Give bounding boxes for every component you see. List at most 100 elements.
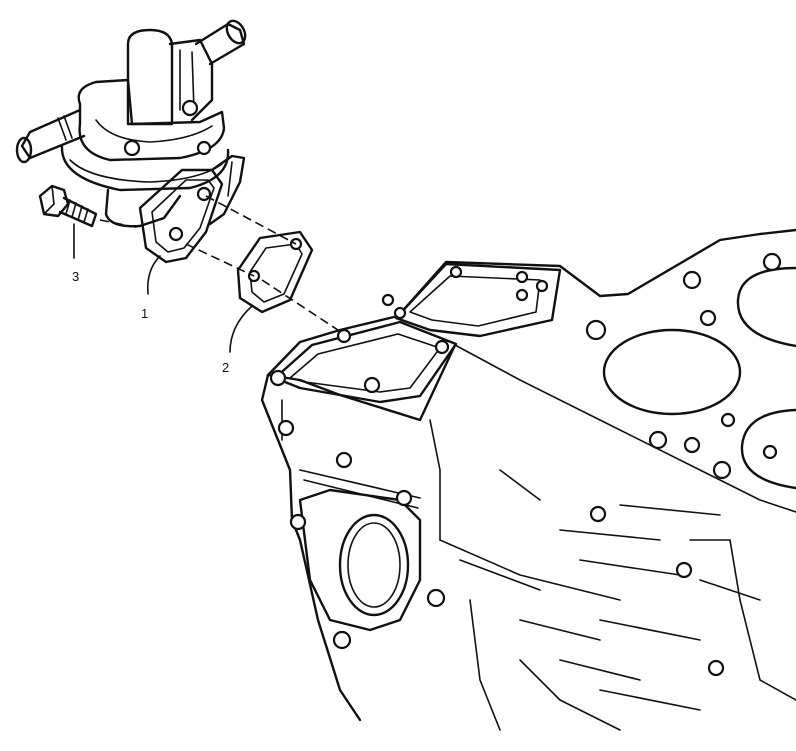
pump-top-housing: [168, 38, 214, 122]
assembly-centerline: [261, 279, 345, 335]
callout-3: 3: [72, 269, 79, 284]
block-side-port-flange: [298, 488, 422, 632]
pump-top-rib: [191, 51, 195, 111]
inlet-pipe-end: [15, 136, 33, 164]
port-bolt-hole: [675, 561, 693, 579]
pad-bolt-hole: [269, 369, 287, 387]
bolt-part-3: [38, 184, 98, 228]
block-rib: [519, 659, 621, 731]
head-bolt-hole: [712, 460, 732, 480]
block-left-face: [260, 373, 362, 722]
plate-bolt-hole: [393, 306, 407, 320]
pad-bolt-hole: [336, 328, 352, 344]
head-bolt-hole: [683, 436, 701, 454]
gasket-part-2: [236, 230, 314, 314]
block-side-port-inner: [347, 522, 401, 608]
pump-upper-cover-edge: [95, 119, 213, 143]
inlet-pipe-ring: [57, 117, 67, 141]
bolt-thread: [83, 208, 89, 223]
block-edge-right: [454, 344, 796, 513]
callout-leader-2: [229, 305, 253, 353]
block-rib: [499, 469, 541, 501]
block-rib: [689, 539, 796, 701]
cover-screw: [196, 140, 212, 156]
assembly-centerline: [205, 195, 297, 245]
bolt-thread: [77, 205, 83, 221]
gasket-outline: [236, 230, 314, 314]
block-mount-pad-inner: [289, 333, 441, 393]
plate-bolt-hole: [449, 265, 463, 279]
pump-lever-edge: [227, 161, 233, 197]
head-bolt-hole: [762, 444, 778, 460]
bolt-shank: [58, 196, 98, 228]
port-bolt-hole: [707, 659, 725, 677]
callout-leader-1: [146, 255, 161, 295]
pump-lever-arm: [208, 154, 246, 226]
inlet-pipe-ring: [63, 115, 73, 139]
outlet-pipe-end: [225, 19, 247, 45]
block-mount-pad: [273, 320, 458, 404]
fuel-pump-part-1: [15, 19, 247, 264]
outlet-pipe: [194, 22, 246, 66]
block-rib: [469, 599, 501, 731]
inlet-pipe: [20, 108, 86, 160]
port-bolt-hole: [589, 505, 607, 523]
port-bolt-hole: [332, 630, 352, 650]
block-rib: [519, 619, 601, 641]
flange-bolt-hole: [168, 226, 184, 242]
pump-mount-flange: [138, 168, 224, 264]
plate-bolt-hole: [515, 270, 529, 284]
block-rib: [559, 659, 641, 681]
pump-mount-flange-inner: [151, 179, 215, 253]
head-bolt-hole: [720, 412, 736, 428]
head-bolt-hole: [585, 319, 607, 341]
pump-diaphragm-flange: [60, 144, 230, 192]
pump-lower-body: [104, 188, 182, 228]
assembly-centerline: [99, 219, 141, 229]
port-bolt-hole: [426, 588, 446, 608]
assembly-centerline: [185, 243, 255, 277]
pump-top-body: [126, 28, 174, 126]
cylinder-bore-lower-right: [740, 408, 796, 490]
block-rib: [559, 529, 661, 541]
block-rib: [599, 619, 701, 641]
block-side-port: [338, 513, 410, 617]
plate-bolt-hole: [535, 279, 549, 293]
block-upper-plate: [394, 262, 562, 338]
block-upper-plate-inner: [409, 275, 541, 327]
block-rib: [619, 504, 721, 516]
port-bolt-hole: [335, 451, 353, 469]
callout-1: 1: [141, 306, 148, 321]
block-rib: [439, 539, 621, 601]
cylinder-bore: [602, 328, 742, 416]
callout-2: 2: [222, 360, 229, 375]
pad-bolt-hole: [363, 376, 381, 394]
flange-bolt-hole: [196, 186, 212, 202]
bolt-thread: [71, 202, 77, 218]
block-top-edge: [266, 228, 796, 377]
head-bolt-hole: [682, 270, 702, 290]
pad-bolt-hole: [434, 339, 450, 355]
port-bolt-hole: [395, 489, 413, 507]
gasket-inner: [249, 243, 303, 303]
cover-screw: [181, 99, 199, 117]
bolt-thread: [65, 199, 71, 215]
block-rib: [459, 559, 541, 591]
head-bolt-hole: [699, 309, 717, 327]
pump-upper-cover: [77, 78, 226, 162]
port-bolt-hole: [277, 419, 295, 437]
engine-block: [260, 228, 796, 731]
head-bolt-hole: [648, 430, 668, 450]
plate-bolt-hole: [381, 293, 395, 307]
pump-diaphragm-ridge: [69, 159, 223, 183]
block-rib: [699, 579, 761, 601]
cover-screw: [123, 139, 141, 157]
cylinder-bore-right: [736, 266, 796, 348]
block-rib: [599, 689, 701, 711]
head-bolt-hole: [762, 252, 782, 272]
block-front-edge: [266, 343, 457, 422]
block-rib: [579, 559, 681, 576]
port-bolt-hole: [289, 513, 307, 531]
bolt-head-face: [43, 185, 55, 215]
